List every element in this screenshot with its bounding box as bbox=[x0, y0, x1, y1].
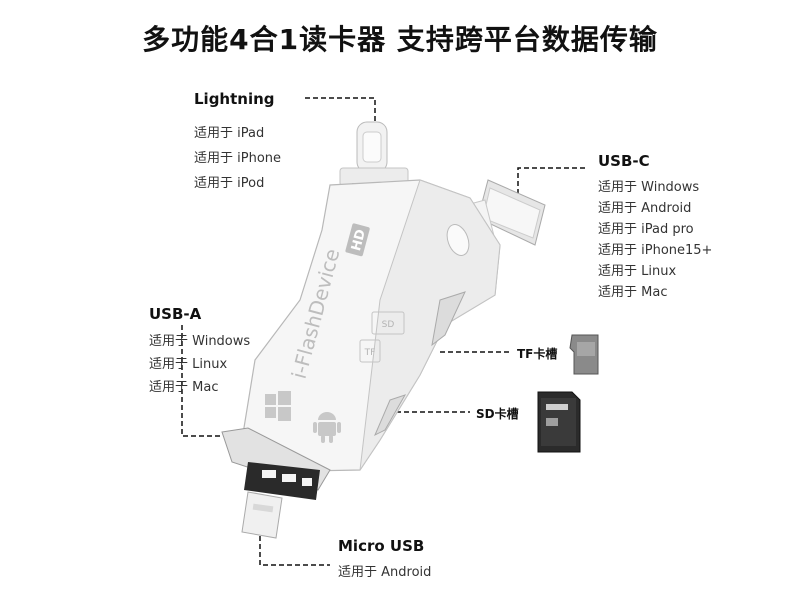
usbc-use-item: 适用于 iPhone15+ bbox=[598, 243, 713, 258]
sd-slot-label: SD卡槽 bbox=[476, 407, 519, 421]
tf-card-icon bbox=[569, 334, 599, 375]
usba-use-item: 适用于 Mac bbox=[149, 380, 219, 395]
reader-body bbox=[241, 179, 501, 473]
windows-icon bbox=[265, 391, 291, 421]
svg-text:SD: SD bbox=[382, 320, 395, 330]
usbc-use-item: 适用于 Mac bbox=[598, 285, 668, 300]
usba-use-item: 适用于 Linux bbox=[149, 357, 228, 372]
tf-slot-label: TF卡槽 bbox=[517, 347, 558, 361]
microusb-leader bbox=[259, 528, 330, 566]
usbc-use-item: 适用于 Android bbox=[598, 201, 692, 216]
page-title: 多功能4合1读卡器 支持跨平台数据传输 bbox=[142, 23, 658, 56]
usbc-use-item: 适用于 Windows bbox=[598, 180, 700, 195]
sd-slot-marking: SD bbox=[371, 311, 405, 335]
usbc-label: USB-C bbox=[598, 152, 650, 170]
microusb-use-item: 适用于 Android bbox=[338, 565, 432, 580]
microusb-connector bbox=[241, 491, 283, 539]
hd-badge-icon: HD bbox=[345, 223, 370, 257]
usba-leader bbox=[181, 325, 235, 437]
lightning-use-item: 适用于 iPhone bbox=[194, 151, 282, 166]
lightning-use-item: 适用于 iPad bbox=[194, 126, 265, 141]
lightning-connector bbox=[339, 121, 409, 187]
usba-use-item: 适用于 Windows bbox=[149, 334, 251, 349]
android-icon bbox=[313, 412, 341, 443]
usba-uses: 适用于 Windows 适用于 Linux 适用于 Mac bbox=[149, 331, 250, 398]
usbc-use-item: 适用于 iPad pro bbox=[598, 222, 694, 237]
usba-label: USB-A bbox=[149, 305, 202, 323]
svg-text:HD: HD bbox=[349, 228, 369, 253]
sd-card-icon bbox=[537, 391, 581, 453]
microusb-uses: 适用于 Android bbox=[338, 562, 431, 583]
svg-text:TF: TF bbox=[364, 348, 376, 358]
tf-slot-marking: TF bbox=[359, 339, 381, 363]
lightning-uses: 适用于 iPad 适用于 iPhone 适用于 iPod bbox=[194, 123, 281, 194]
usba-connector bbox=[221, 427, 331, 500]
usbc-use-item: 适用于 Linux bbox=[598, 264, 677, 279]
lightning-label: Lightning bbox=[194, 90, 275, 108]
usbc-uses: 适用于 Windows 适用于 Android 适用于 iPad pro 适用于… bbox=[598, 177, 712, 303]
microusb-label: Micro USB bbox=[338, 537, 425, 555]
lightning-use-item: 适用于 iPod bbox=[194, 176, 265, 191]
